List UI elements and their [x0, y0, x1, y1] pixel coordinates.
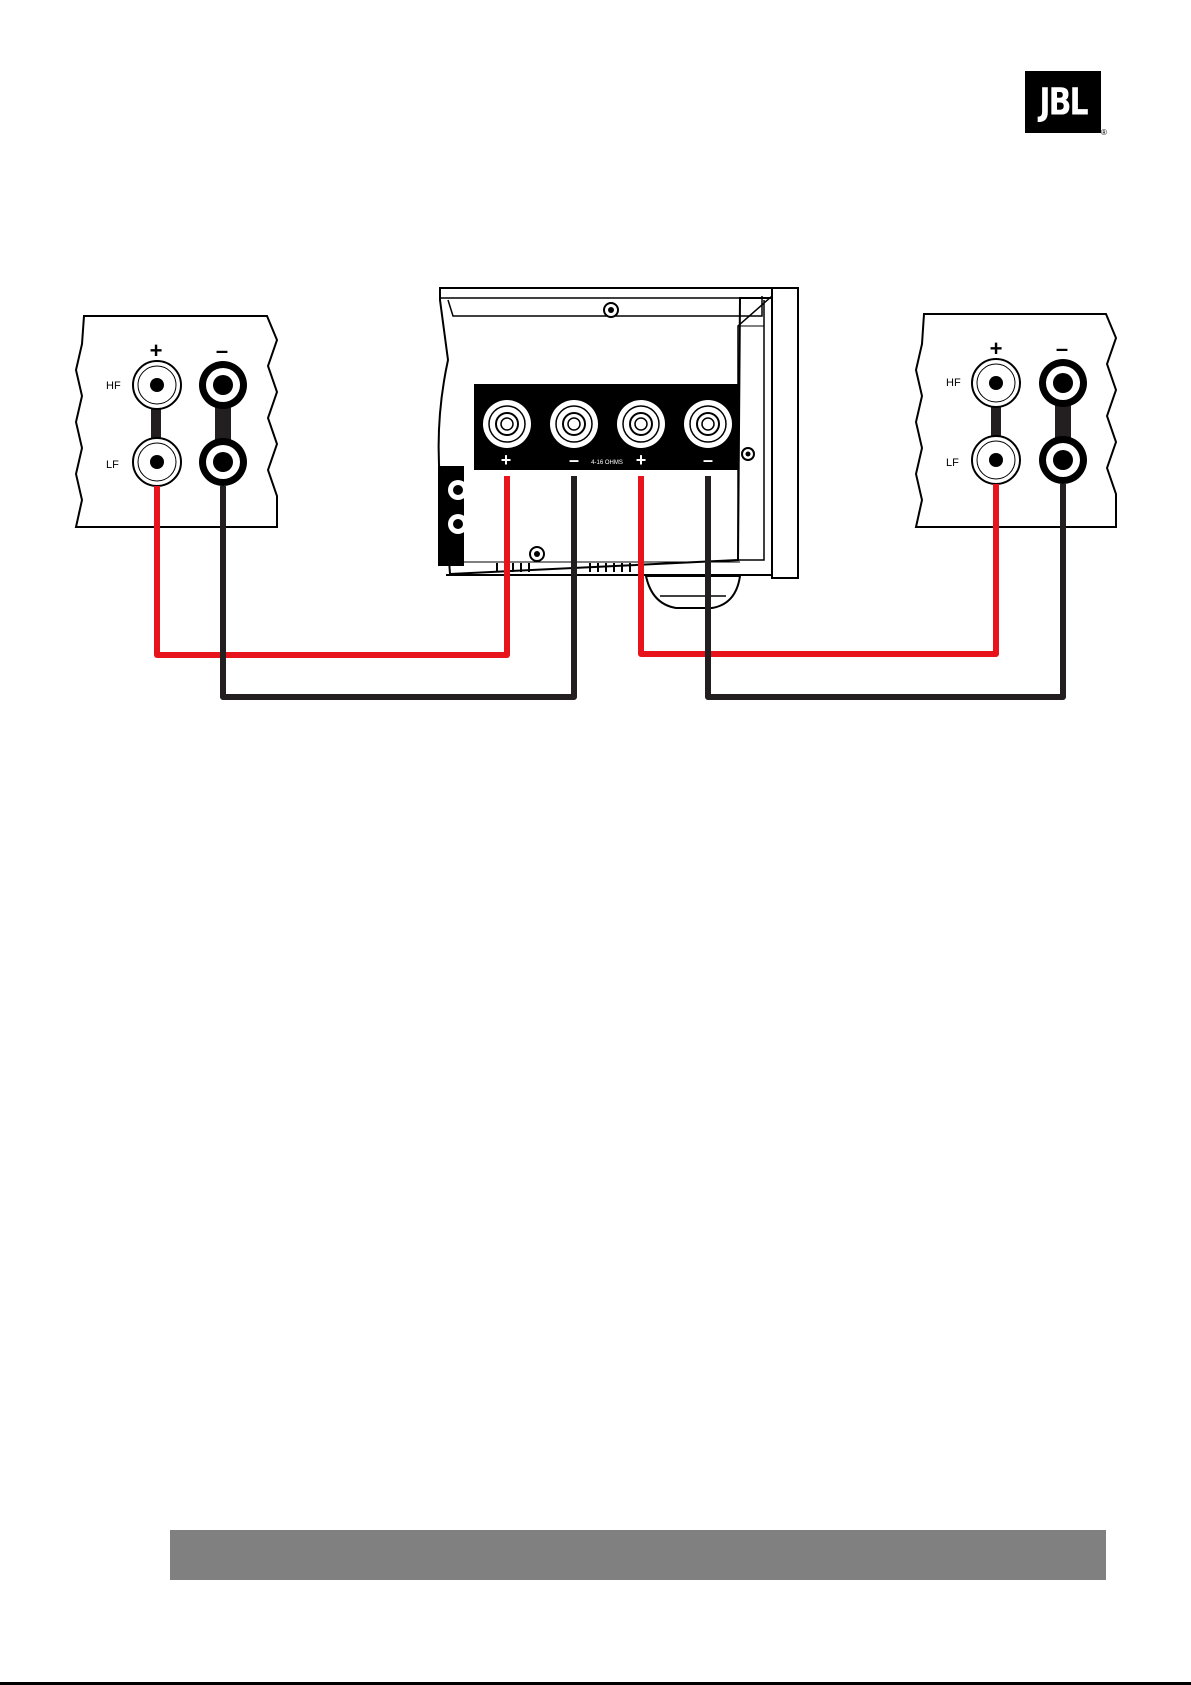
amplifier-foot	[646, 576, 740, 608]
speaker-left-lf-plus-terminal	[133, 438, 181, 486]
speaker-left-minus-label: –	[216, 338, 228, 363]
wiring-diagram: + – HF LF + – HF LF	[0, 0, 1191, 720]
speaker-right-plus-label: +	[990, 336, 1003, 361]
speaker-left: + – HF LF	[76, 316, 277, 527]
amplifier: + – 4-16 OHMS + –	[438, 288, 798, 608]
amplifier-terminal-right-minus	[550, 400, 598, 448]
speaker-left-hf-minus-terminal	[199, 361, 247, 409]
speaker-right-hf-plus-terminal	[972, 359, 1020, 407]
speaker-right-outline	[916, 314, 1116, 527]
speaker-right-minus-label: –	[1056, 336, 1068, 361]
amplifier-screw-bottom	[530, 547, 544, 561]
speaker-right-lf-minus-terminal	[1039, 436, 1087, 484]
amplifier-terminal-left-minus	[684, 400, 732, 448]
amp-plus-label-2: +	[636, 450, 647, 470]
speaker-right-hf-minus-terminal	[1039, 359, 1087, 407]
speaker-left-plus-label: +	[150, 338, 163, 363]
speaker-right-lf-label: LF	[946, 457, 959, 469]
amplifier-input-panel	[438, 466, 468, 566]
amplifier-screw-top	[604, 303, 618, 317]
speaker-left-lf-minus-terminal	[199, 438, 247, 486]
amp-impedance-label: 4-16 OHMS	[591, 460, 623, 466]
speaker-left-lf-label: LF	[106, 459, 119, 471]
speaker-left-hf-plus-terminal	[133, 361, 181, 409]
amplifier-terminal-left-plus	[617, 400, 665, 448]
footer-bar	[170, 1530, 1106, 1580]
amp-plus-label-1: +	[501, 450, 512, 470]
speaker-right: + – HF LF	[916, 314, 1116, 527]
speaker-right-hf-label: HF	[946, 377, 961, 389]
amplifier-terminal-right-plus	[483, 400, 531, 448]
amp-minus-label-1: –	[569, 450, 579, 470]
speaker-left-outline	[76, 316, 277, 527]
amplifier-side-frame	[772, 288, 798, 578]
amp-minus-label-2: –	[703, 450, 713, 470]
amplifier-screw-side	[742, 448, 754, 460]
speaker-right-lf-plus-terminal	[972, 436, 1020, 484]
speaker-left-hf-label: HF	[106, 380, 121, 392]
